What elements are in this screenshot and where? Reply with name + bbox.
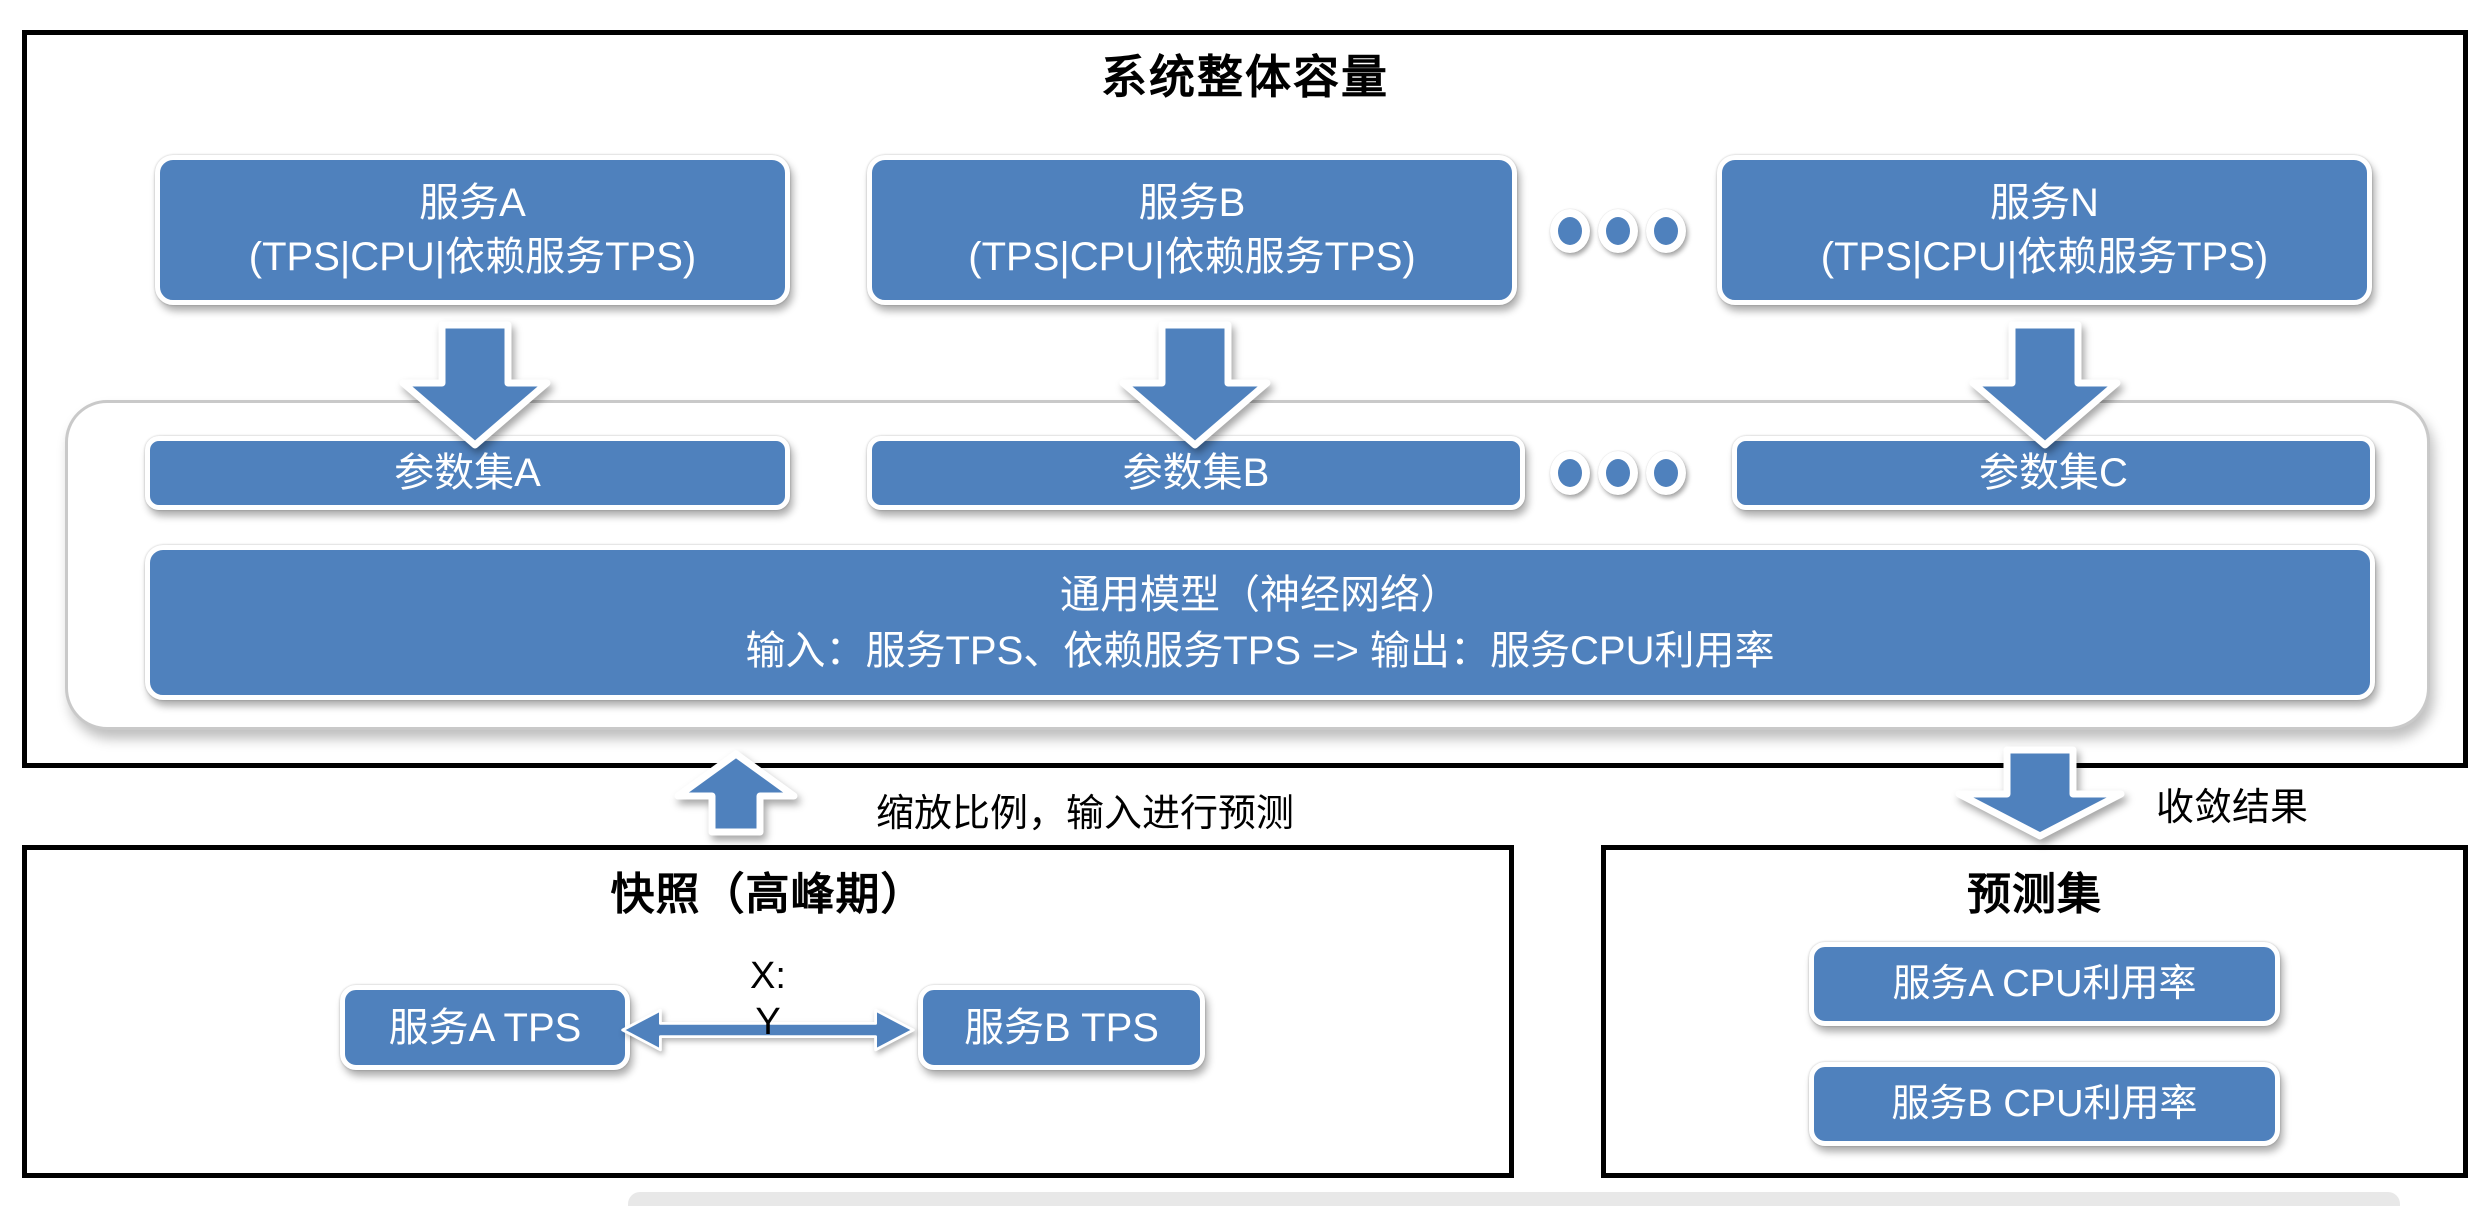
- service-n-box: 服务N (TPS|CPU|依赖服务TPS): [1717, 155, 2372, 305]
- snapshot-title: 快照（高峰期）: [610, 870, 926, 919]
- model-io: 输入：服务TPS、依赖服务TPS => 输出：服务CPU利用率: [745, 628, 1775, 673]
- bottom-shadow-strip: [628, 1192, 2400, 1206]
- params-ellipsis-icon: [1543, 447, 1693, 499]
- dot-icon: [1550, 209, 1590, 253]
- service-b-cpu-box: 服务B CPU利用率: [1809, 1062, 2280, 1146]
- service-b-tps-box: 服务B TPS: [918, 985, 1205, 1070]
- param-set-c-box: 参数集C: [1732, 436, 2375, 510]
- dot-icon: [1550, 451, 1590, 495]
- xy-relation-label: X: Y: [718, 953, 818, 1045]
- dot-icon: [1646, 209, 1686, 253]
- scale-input-label: 缩放比例，输入进行预测: [876, 793, 1295, 835]
- service-b-tps-label: 服务B TPS: [964, 1005, 1159, 1050]
- service-a-name: 服务A: [419, 181, 526, 225]
- service-a-tps-label: 服务A TPS: [388, 1005, 582, 1050]
- system-capacity-container: 系统整体容量 服务A (TPS|CPU|依赖服务TPS) 服务B (TPS|CP…: [22, 30, 2468, 768]
- param-set-a-label: 参数集A: [394, 451, 541, 495]
- service-b-cpu-label: 服务B CPU利用率: [1891, 1083, 2198, 1125]
- prediction-title: 预测集: [1967, 870, 2102, 919]
- prediction-container: 预测集 服务A CPU利用率 服务B CPU利用率: [1601, 845, 2468, 1178]
- double-arrow-icon: [621, 1008, 915, 1052]
- service-a-tps-box: 服务A TPS: [340, 985, 630, 1070]
- dot-icon: [1646, 451, 1686, 495]
- y-label: Y: [755, 1001, 781, 1043]
- param-set-a-box: 参数集A: [145, 436, 790, 510]
- service-b-box: 服务B (TPS|CPU|依赖服务TPS): [867, 155, 1517, 305]
- up-arrow-icon: [674, 750, 798, 836]
- service-a-cpu-box: 服务A CPU利用率: [1809, 942, 2280, 1026]
- model-title: 通用模型（神经网络）: [1060, 572, 1460, 617]
- system-capacity-title: 系统整体容量: [1101, 51, 1389, 103]
- param-set-c-label: 参数集C: [1979, 451, 2128, 495]
- down-arrow-icon: [1955, 746, 2125, 840]
- service-b-detail: (TPS|CPU|依赖服务TPS): [968, 235, 1416, 279]
- down-arrow-icon: [399, 321, 551, 449]
- dot-icon: [1598, 209, 1638, 253]
- service-a-cpu-label: 服务A CPU利用率: [1892, 963, 2197, 1005]
- services-ellipsis-icon: [1543, 203, 1693, 259]
- service-n-detail: (TPS|CPU|依赖服务TPS): [1820, 235, 2269, 279]
- dot-icon: [1598, 451, 1638, 495]
- service-a-box: 服务A (TPS|CPU|依赖服务TPS): [155, 155, 790, 305]
- down-arrow-icon: [1969, 321, 2121, 449]
- converge-result-label: 收敛结果: [2156, 787, 2309, 829]
- param-set-b-label: 参数集B: [1122, 451, 1270, 495]
- down-arrow-icon: [1119, 321, 1271, 449]
- generic-model-box: 通用模型（神经网络） 输入：服务TPS、依赖服务TPS => 输出：服务CPU利…: [145, 545, 2375, 700]
- service-n-name: 服务N: [1990, 181, 2099, 225]
- service-a-detail: (TPS|CPU|依赖服务TPS): [248, 235, 697, 279]
- x-label: X:: [750, 955, 786, 997]
- service-b-name: 服务B: [1138, 181, 1246, 225]
- snapshot-container: 快照（高峰期） 服务A TPS 服务B TPS X: Y: [22, 845, 1514, 1178]
